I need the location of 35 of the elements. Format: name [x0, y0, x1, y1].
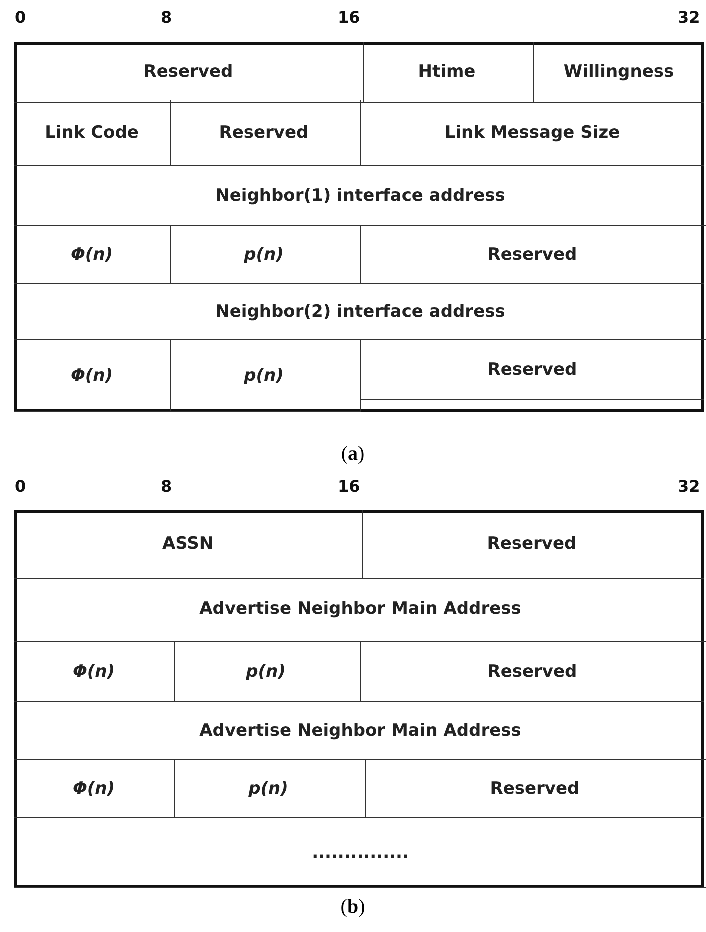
- field-label: Reserved: [487, 534, 577, 554]
- field-label: Neighbor(1) interface address: [216, 186, 506, 206]
- field-label: p(n): [244, 366, 284, 386]
- field-label: Willingness: [564, 62, 674, 82]
- figure-caption: (a): [341, 443, 365, 465]
- field-label: Reserved: [488, 244, 578, 264]
- figure-caption: (b): [340, 896, 366, 918]
- field-label: Φ(n): [70, 366, 114, 386]
- field-label: p(n): [244, 244, 284, 264]
- field-label: Reserved: [144, 62, 234, 82]
- bit-position-label: 32: [678, 8, 700, 27]
- bit-position-label: 32: [678, 477, 700, 496]
- field-label: p(n): [246, 662, 286, 682]
- field-label: Reserved: [488, 662, 578, 682]
- field-label: Link Message Size: [444, 122, 620, 142]
- bit-position-label: 8: [161, 8, 172, 27]
- field-label: Φ(n): [72, 778, 116, 798]
- bit-position-label: 16: [338, 477, 360, 496]
- bit-position-label: 0: [15, 477, 26, 496]
- field-label: Reserved: [219, 122, 309, 142]
- field-label: Htime: [418, 62, 476, 82]
- bit-position-label: 0: [15, 8, 26, 27]
- field-label: Φ(n): [72, 662, 116, 682]
- bit-position-label: 8: [161, 477, 172, 496]
- bit-position-label: 16: [338, 8, 360, 27]
- field-label: Reserved: [490, 778, 580, 798]
- field-label: ASSN: [162, 534, 214, 554]
- field-label: Link Code: [45, 122, 139, 142]
- field-label: Reserved: [488, 360, 578, 380]
- field-label: Advertise Neighbor Main Address: [200, 598, 522, 618]
- field-label: Advertise Neighbor Main Address: [200, 720, 522, 740]
- field-label: Neighbor(2) interface address: [216, 302, 506, 322]
- field-label: Φ(n): [70, 244, 114, 264]
- field-label: ...............: [312, 842, 409, 862]
- field-label: p(n): [248, 778, 288, 798]
